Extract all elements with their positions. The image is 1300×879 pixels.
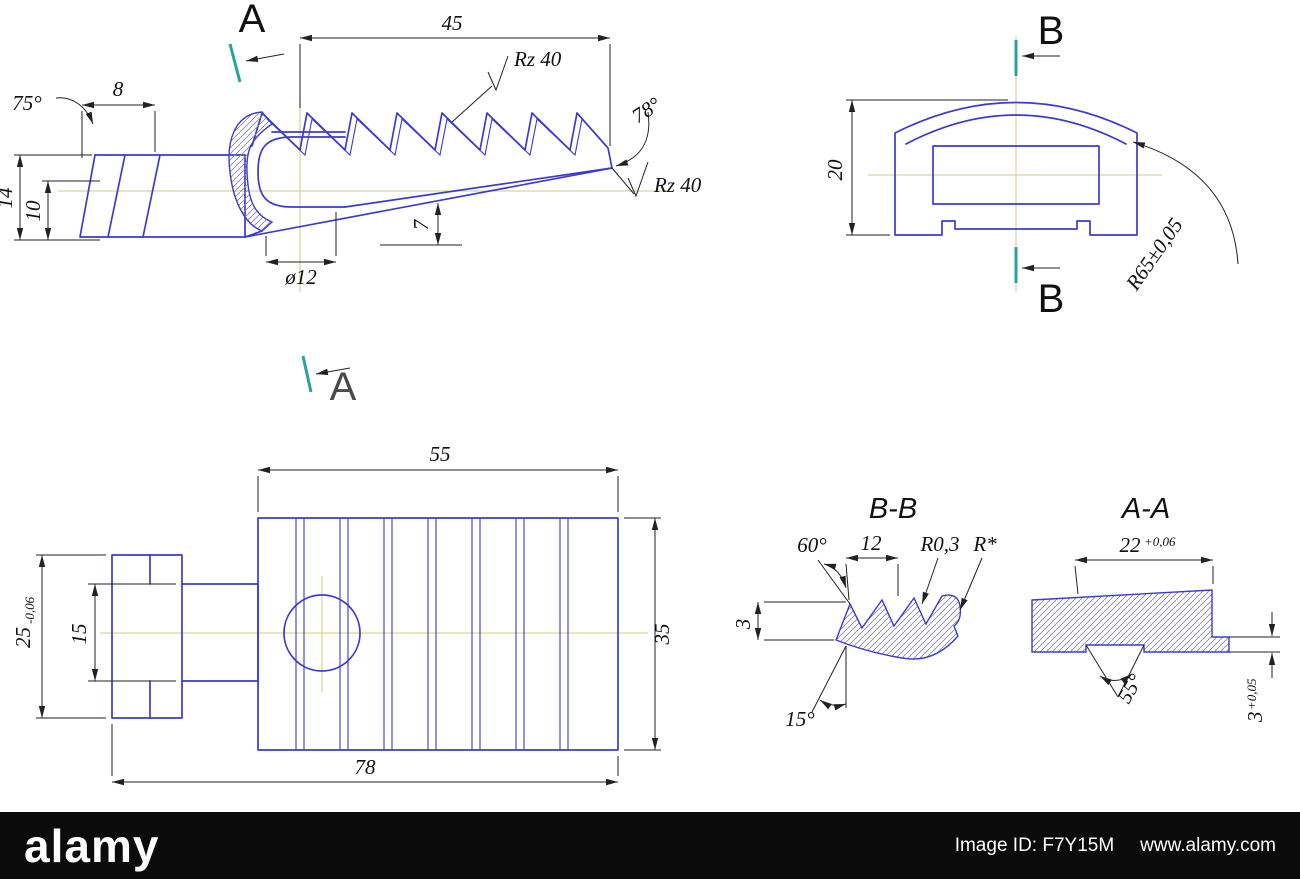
dim-55deg-label: 55°	[1112, 669, 1148, 707]
dim-3-aa-label: 3	[1243, 712, 1267, 724]
dim-3-aa-tol: +0,05	[1244, 678, 1259, 710]
image-meta: Image ID: F7Y15M www.alamy.com	[955, 835, 1276, 857]
section-bb-title: B-B	[869, 493, 917, 525]
surface-finish-icon	[487, 55, 509, 92]
side-view-part	[79, 111, 613, 238]
section-b-bottom: B	[1014, 247, 1065, 321]
dim-78: 78	[111, 724, 619, 786]
dim-10: 10	[21, 180, 100, 240]
dim-14: 14	[0, 154, 100, 241]
section-aa-view: A-A 55° 22 +0,06 3 +0,05	[1031, 493, 1280, 723]
dim-rstar-label: R*	[972, 532, 997, 556]
section-tick	[301, 355, 313, 393]
section-bb-view: B-B 60° 12 R0,3 R* 3	[731, 493, 997, 731]
dim-78-label: 78°	[627, 92, 665, 128]
dim-25-tol: -0,06	[22, 596, 37, 624]
dim-25: 25 -0,06	[11, 554, 106, 719]
dim-55-label: 55	[430, 442, 451, 466]
alamy-logo: alamy	[24, 819, 160, 872]
surface-finish-icon	[627, 161, 649, 198]
section-hatch	[228, 111, 274, 232]
section-a-top: A	[228, 0, 285, 83]
dim-8: 8	[81, 77, 156, 158]
roughness-top: Rz 40	[451, 47, 562, 123]
dim-15deg-label: 15°	[785, 707, 815, 731]
dim-dia12: ø12	[265, 212, 337, 289]
section-a-bottom-label: A	[330, 365, 357, 409]
dim-55deg: 55°	[1085, 644, 1148, 707]
dim-3-bb: 3	[731, 601, 846, 641]
dim-7: 7	[380, 203, 462, 246]
section-b-top-label: B	[1038, 9, 1065, 53]
dim-3-aa: 3 +0,05	[1229, 612, 1280, 723]
dim-35: 35	[624, 517, 674, 751]
section-aa-part	[1031, 589, 1230, 653]
watermark-bar: alamy Image ID: F7Y15M www.alamy.com	[0, 812, 1300, 879]
dim-r65-label: R65±0,05	[1120, 213, 1187, 295]
dim-60deg: 60°	[797, 533, 851, 605]
dim-rstar: R*	[959, 532, 997, 611]
section-tick	[228, 43, 242, 83]
section-bb-part	[835, 594, 962, 660]
hole-circle	[283, 594, 361, 672]
dim-55: 55	[257, 442, 619, 512]
dim-75-label: 75°	[12, 91, 42, 115]
engineering-drawing: 45 8 75° 14 10 7	[0, 0, 1280, 786]
roughness-side-label: Rz 40	[653, 173, 702, 197]
dim-14-label: 14	[0, 187, 17, 209]
dim-12-label: 12	[861, 531, 883, 555]
roughness-side: Rz 40	[611, 161, 702, 198]
dim-78deg: 78°	[615, 92, 666, 167]
section-aa-title: A-A	[1120, 493, 1170, 525]
dim-7-label: 7	[409, 218, 433, 230]
dim-25-label: 25	[11, 627, 35, 648]
image-id: Image ID: F7Y15M	[954, 834, 1115, 856]
dim-12: 12	[845, 531, 899, 601]
section-a-top-label: A	[239, 0, 266, 41]
side-view: 45 8 75° 14 10 7	[0, 0, 702, 409]
plan-view: 55 35 78 25 -0,06	[11, 442, 674, 786]
alamy-url: www.alamy.com	[1140, 834, 1276, 856]
dim-r03-label: R0,3	[919, 532, 959, 556]
dim-45-label: 45	[442, 11, 463, 35]
dim-22: 22 +0,06	[1074, 533, 1214, 595]
dim-15deg: 15°	[785, 645, 847, 731]
dim-8-label: 8	[113, 77, 124, 101]
dim-10-label: 10	[21, 200, 45, 222]
section-b-top: B	[1014, 9, 1065, 76]
dim-78-label: 78	[355, 755, 377, 779]
section-a-bottom: A	[301, 355, 357, 409]
dim-35-label: 35	[650, 624, 674, 646]
dim-15: 15	[67, 583, 176, 682]
plan-view-part	[111, 517, 619, 751]
dim-20-label: 20	[823, 159, 847, 181]
dim-45: 45	[299, 11, 611, 146]
dim-r03: R0,3	[919, 532, 960, 605]
dim-r65: R65±0,05	[1120, 141, 1239, 295]
end-view: 20 R65±0,05 B B	[823, 9, 1239, 321]
dim-3-bb-label: 3	[731, 619, 755, 631]
roughness-top-label: Rz 40	[513, 47, 562, 71]
dim-75deg: 75°	[12, 91, 94, 125]
dim-22-tol: +0,06	[1144, 534, 1176, 549]
section-b-bottom-label: B	[1038, 277, 1065, 321]
dim-22-label: 22	[1120, 533, 1142, 557]
dim-20: 20	[823, 99, 1008, 236]
dim-15-label: 15	[67, 624, 91, 645]
end-view-part	[894, 101, 1138, 236]
dim-dia12-label: ø12	[284, 265, 317, 289]
dim-60-label: 60°	[797, 533, 827, 557]
